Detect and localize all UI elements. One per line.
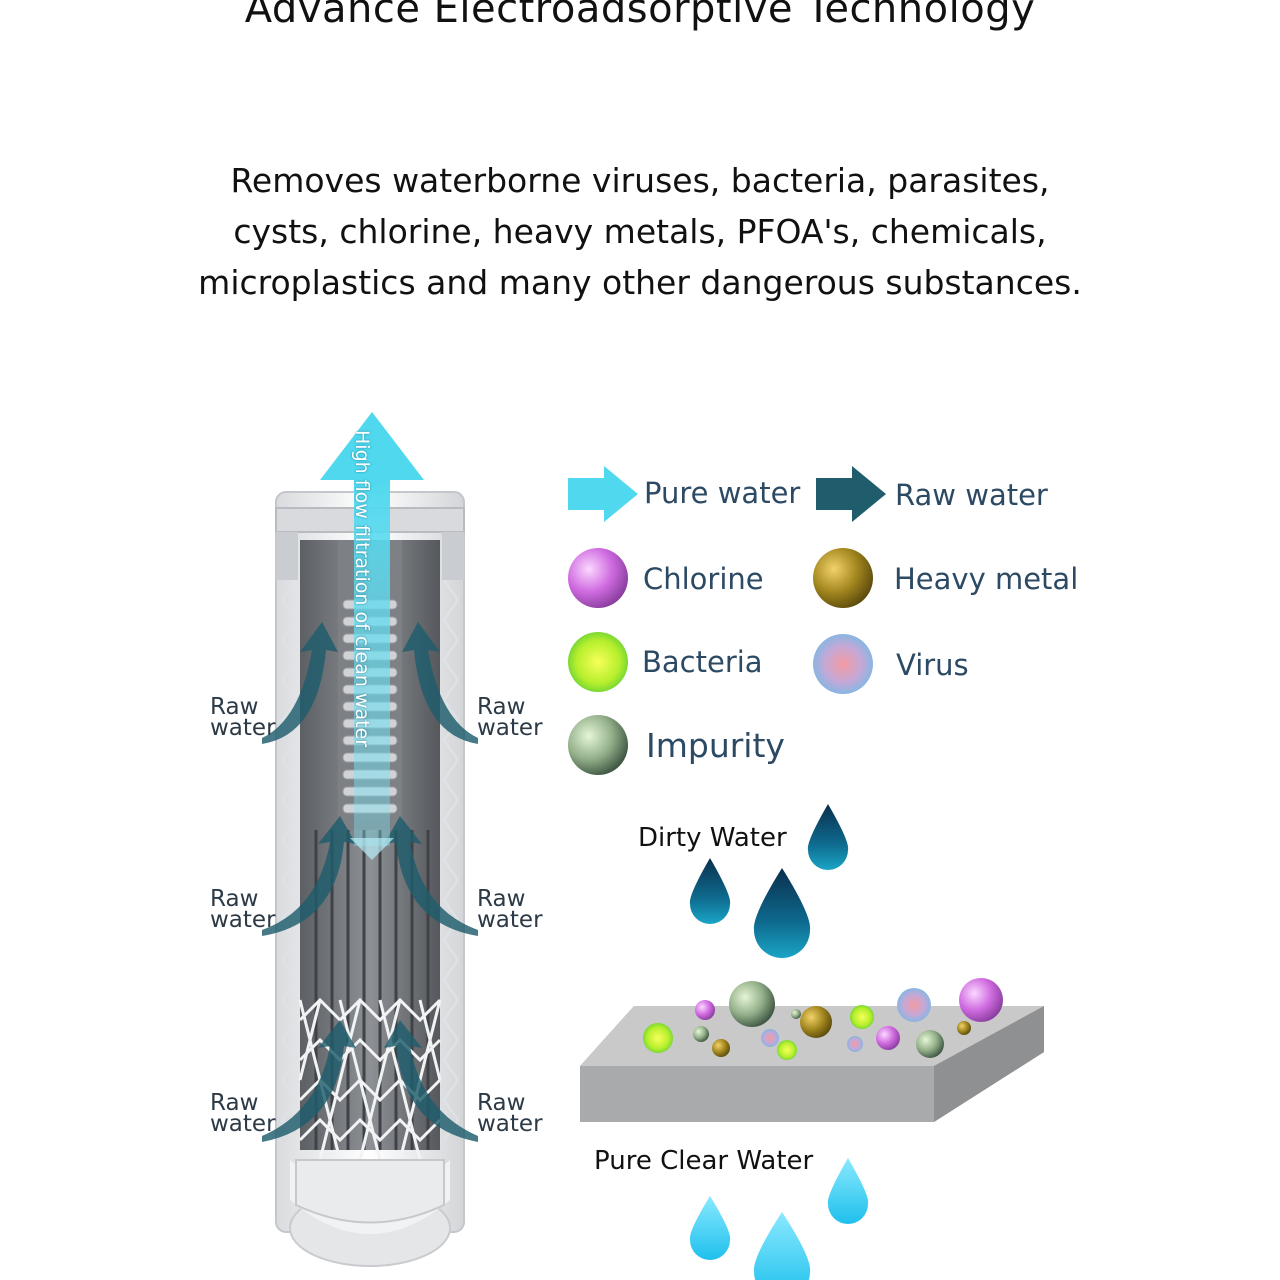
raw-water-flow-arrows bbox=[262, 622, 478, 1142]
description-line-3: microplastics and many other dangerous s… bbox=[198, 263, 1082, 302]
clean-water-drops bbox=[689, 1158, 869, 1280]
legend-heavy-metal: Heavy metal bbox=[894, 562, 1079, 596]
legend-impurity: Impurity bbox=[646, 726, 785, 765]
legend-bacteria: Bacteria bbox=[642, 645, 763, 679]
dirty-water-label: Dirty Water bbox=[638, 823, 787, 853]
description-line-1: Removes waterborne viruses, bacteria, pa… bbox=[230, 161, 1050, 200]
heavy-metal-particle-icon bbox=[813, 548, 873, 608]
legend-virus: Virus bbox=[896, 648, 969, 682]
impurity-particle-icon bbox=[568, 715, 628, 775]
pure-water-arrow-icon bbox=[568, 466, 638, 522]
description-line-2: cysts, chlorine, heavy metals, PFOA's, c… bbox=[233, 212, 1047, 251]
bacteria-particle-icon bbox=[568, 632, 628, 692]
flow-label: High flow filtration of clean water bbox=[351, 430, 373, 748]
legend-pure-water: Pure water bbox=[644, 476, 801, 510]
legend-chlorine: Chlorine bbox=[643, 562, 764, 596]
clean-water-up-arrow bbox=[320, 412, 424, 860]
virus-particle-icon bbox=[813, 634, 873, 694]
pure-clear-water-label: Pure Clear Water bbox=[594, 1146, 814, 1176]
chlorine-particle-icon bbox=[568, 548, 628, 608]
legend-raw-water: Raw water bbox=[895, 478, 1048, 512]
dirty-water-drops bbox=[689, 804, 849, 958]
description: Removes waterborne viruses, bacteria, pa… bbox=[150, 155, 1130, 308]
raw-water-arrow-icon bbox=[816, 466, 886, 522]
slab-particles bbox=[643, 978, 1003, 1060]
page-title: Advance Electroadsorptive Technology bbox=[244, 0, 1036, 32]
